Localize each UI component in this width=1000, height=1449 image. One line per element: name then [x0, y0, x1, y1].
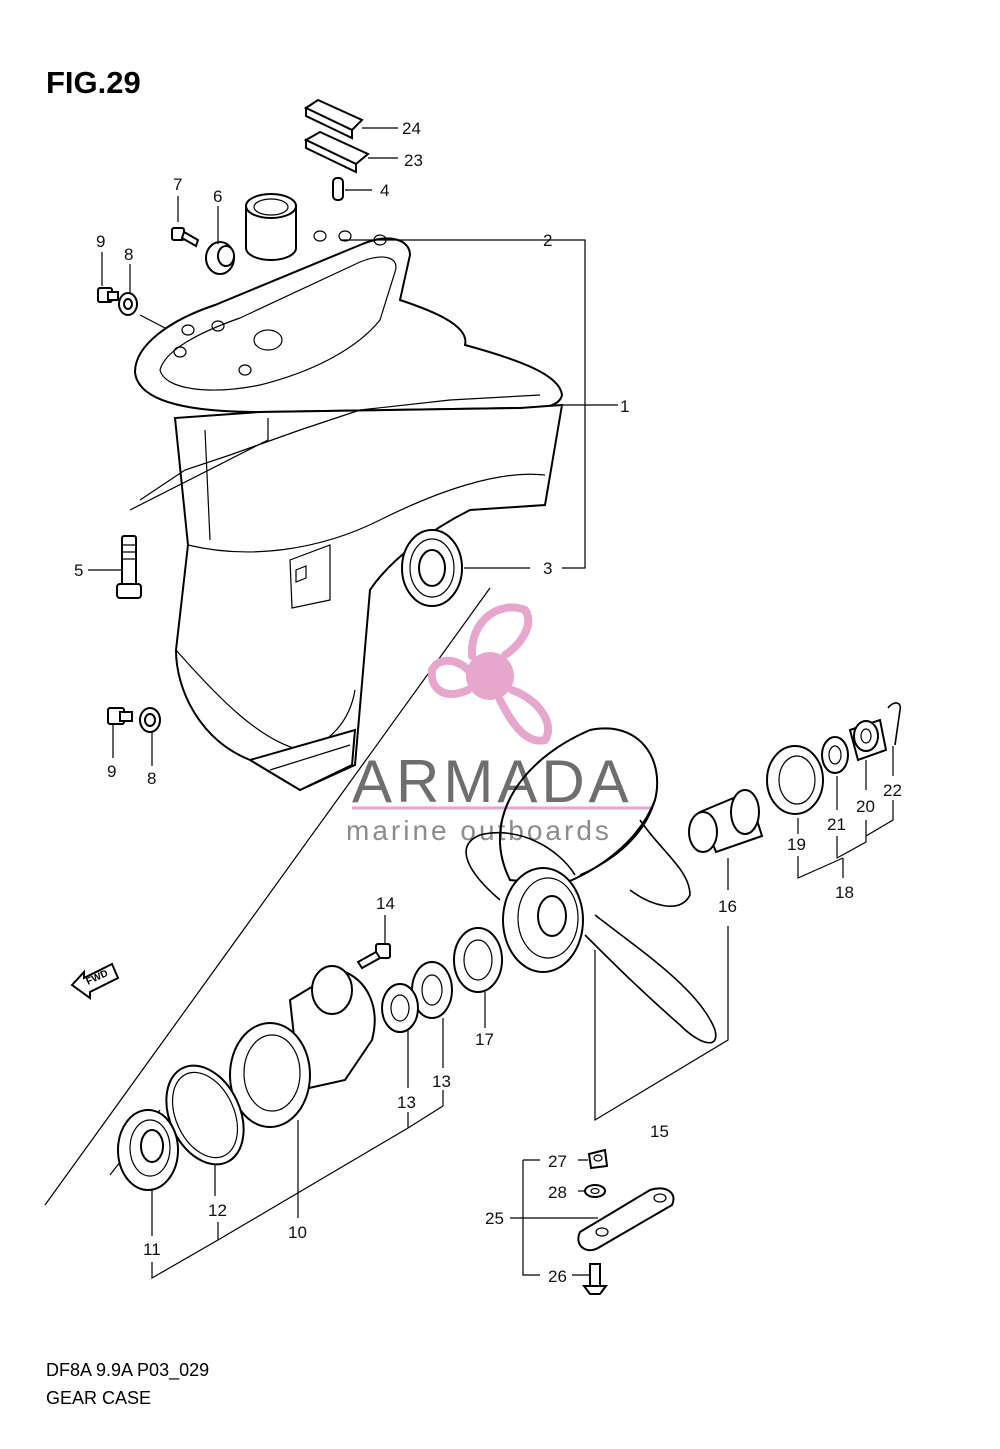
callout-13-a: 13	[397, 1093, 416, 1112]
callout-6: 6	[213, 187, 222, 206]
callout-27: 27	[548, 1152, 567, 1171]
part-15-propeller	[465, 727, 717, 1044]
part-13-seal-b	[381, 983, 419, 1033]
callout-22: 22	[883, 781, 902, 800]
part-4-pin	[332, 177, 344, 201]
part-7-bolt	[171, 227, 200, 248]
callout-12: 12	[208, 1201, 227, 1220]
callout-labels: 1 2 3 4 5 6 7 8 8 9 9 10 11 12 13 13 14 …	[74, 119, 902, 1286]
callout-10: 10	[288, 1223, 307, 1242]
callout-8-bottom: 8	[147, 769, 156, 788]
armada-watermark: ARMADA marine outboards	[346, 603, 652, 846]
figure-title: FIG.29	[46, 65, 141, 100]
callout-3: 3	[543, 559, 552, 578]
part-16-spacer	[688, 789, 764, 854]
part-10-bearing-housing	[229, 965, 376, 1128]
part-5-bolt	[116, 535, 142, 599]
callout-7: 7	[173, 175, 182, 194]
callout-16: 16	[718, 897, 737, 916]
model-code: DF8A 9.9A P03_029	[46, 1360, 209, 1381]
guide-line-left	[44, 587, 491, 1206]
callout-4: 4	[380, 181, 389, 200]
callout-17: 17	[475, 1030, 494, 1049]
callout-24: 24	[402, 119, 421, 138]
part-14-bolt	[356, 943, 391, 970]
needle-bearing	[245, 193, 297, 261]
part-6-bushing	[205, 241, 235, 275]
part-22-cotter-pin	[887, 702, 902, 746]
callout-20: 20	[856, 797, 875, 816]
callout-11: 11	[143, 1240, 161, 1259]
part-24-strip	[303, 98, 364, 140]
part-20-castle-nut	[848, 718, 888, 762]
part-19-thrust-washer	[766, 745, 824, 815]
part-8-washer-top	[118, 292, 138, 316]
callout-2: 2	[543, 231, 552, 250]
figure-caption: GEAR CASE	[46, 1388, 151, 1408]
part-21-washer	[821, 736, 849, 774]
callout-9-top: 9	[96, 232, 105, 251]
part-12-o-ring	[165, 1064, 245, 1166]
callout-25: 25	[485, 1209, 504, 1228]
callout-14: 14	[376, 894, 395, 913]
watermark-brand: ARMADA	[352, 748, 633, 815]
watermark-tagline: marine outboards	[346, 815, 612, 846]
part-11-bearing	[117, 1109, 179, 1191]
forward-arrow-icon: FWD	[70, 962, 120, 1000]
leader-lines	[88, 127, 894, 1280]
callout-5: 5	[74, 561, 83, 580]
part-8-washer-bottom	[139, 707, 161, 733]
armada-logo-icon	[427, 603, 553, 745]
part-9-plug-top	[97, 287, 119, 303]
callout-23: 23	[404, 151, 423, 170]
part-28-washer	[584, 1184, 606, 1198]
part-9-plug-bottom	[107, 707, 133, 725]
callout-13-b: 13	[432, 1072, 451, 1091]
callout-1: 1	[620, 397, 629, 416]
callout-19: 19	[787, 835, 806, 854]
callout-21: 21	[827, 815, 846, 834]
part-23-strip	[303, 130, 370, 174]
callout-15: 15	[650, 1122, 669, 1141]
part-26-screw	[582, 1263, 608, 1295]
callout-26: 26	[548, 1267, 567, 1286]
callout-9-bottom: 9	[107, 762, 116, 781]
part-17-washer	[453, 927, 503, 993]
part-3-bearing	[401, 529, 463, 607]
part-1-gear-case	[129, 230, 564, 792]
callout-8-top: 8	[124, 245, 133, 264]
callout-28: 28	[548, 1183, 567, 1202]
part-25-plate	[577, 1187, 675, 1252]
callout-18: 18	[835, 883, 854, 902]
part-27-nut	[587, 1148, 609, 1170]
